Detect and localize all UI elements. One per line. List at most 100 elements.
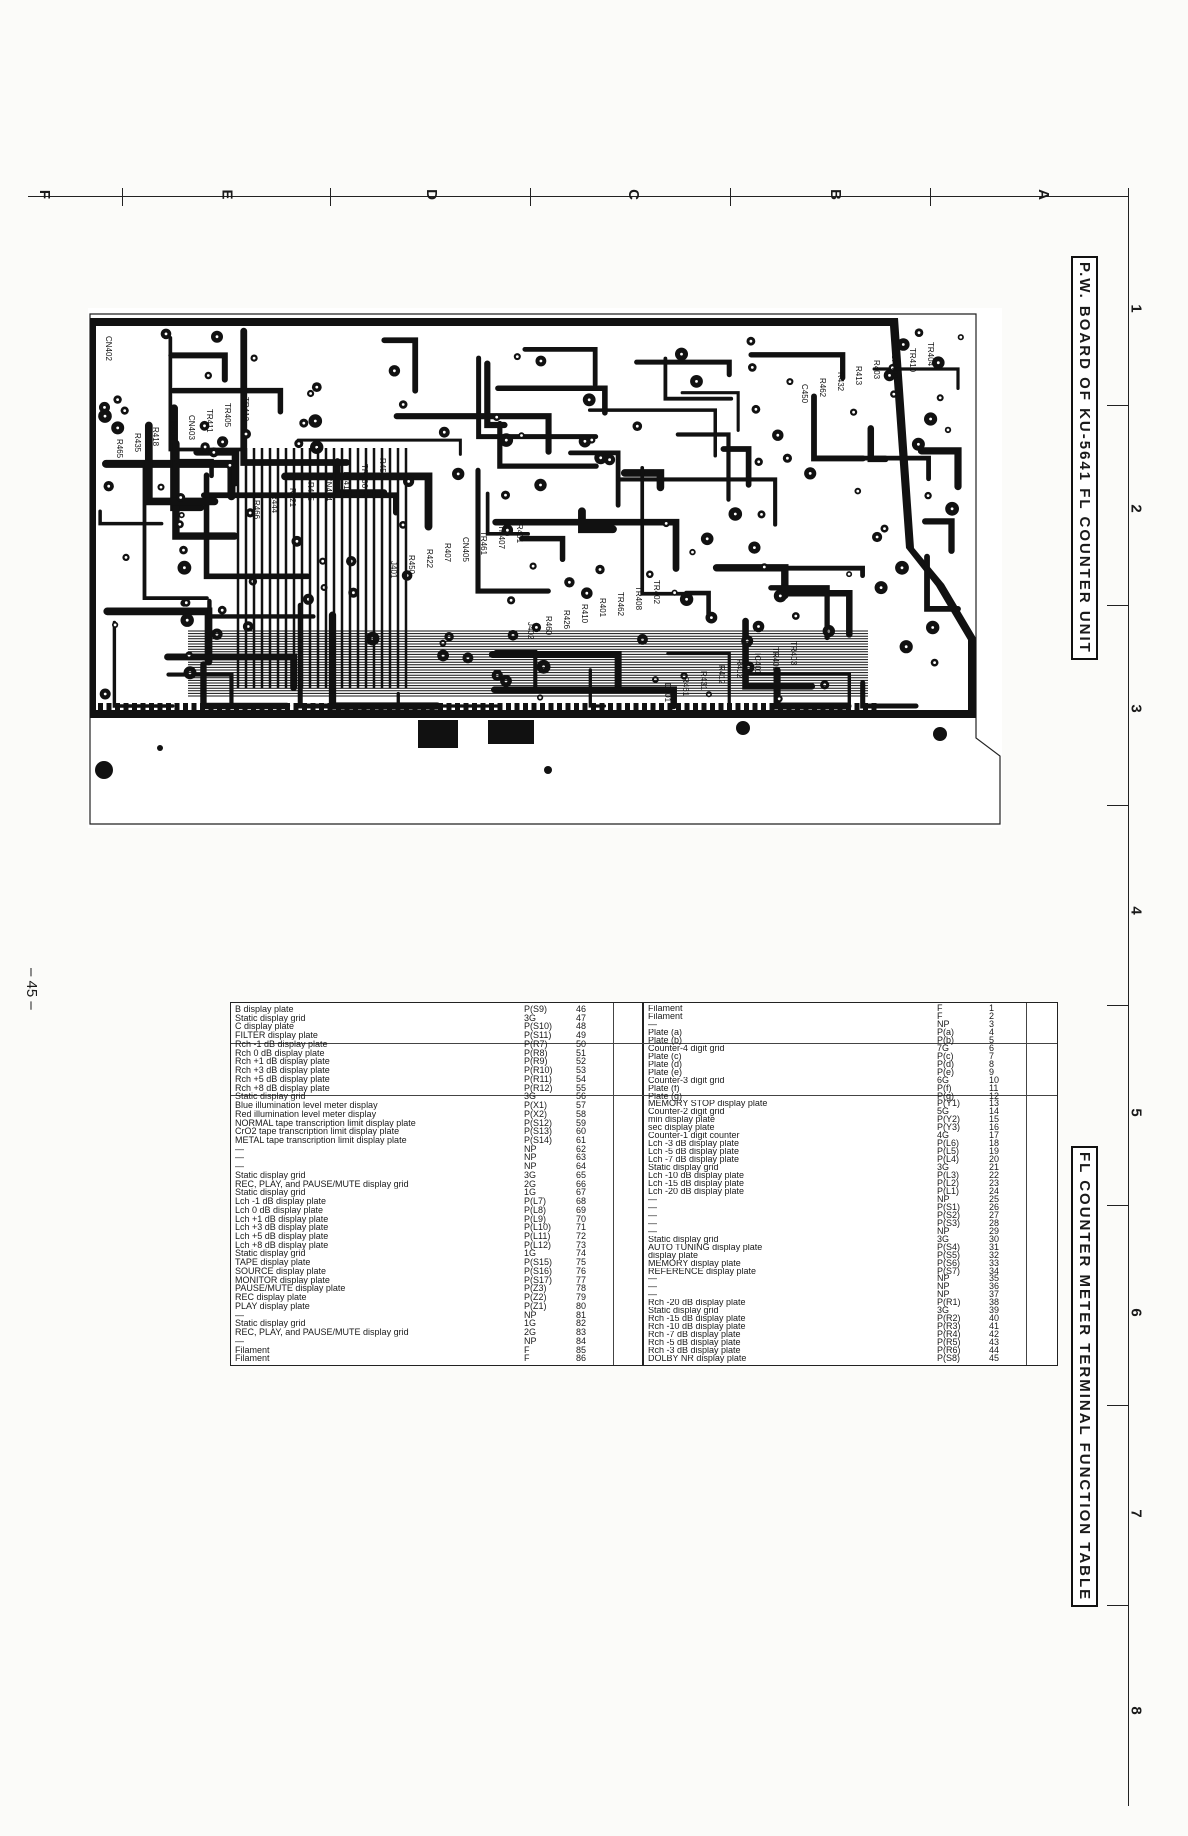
pad-hole <box>901 343 905 346</box>
pad-hole <box>879 586 883 589</box>
mounting-hole <box>95 761 113 779</box>
pad-hole <box>220 608 224 612</box>
terminal-function: SOURCE display plate <box>235 1266 327 1276</box>
pad-hole <box>246 625 250 628</box>
terminal-function: TAPE display plate <box>235 1258 311 1267</box>
terminal-function: — <box>648 1211 657 1220</box>
pad-hole <box>124 556 128 559</box>
copper-trace <box>768 585 830 641</box>
edge-connector-pin <box>132 703 137 713</box>
pad-hole <box>733 512 737 516</box>
terminal-function: — <box>648 1227 657 1236</box>
pad-hole <box>875 535 879 539</box>
edge-connector-pin <box>106 703 112 713</box>
copper-trace <box>170 387 284 415</box>
component-label: TR403 <box>789 641 798 666</box>
copper-trace <box>334 458 388 496</box>
pad-hole <box>539 359 543 363</box>
component-label: C450 <box>800 384 809 404</box>
terminal-function: Lch +5 dB display plate <box>235 1232 329 1241</box>
terminal-function: — <box>235 1336 244 1346</box>
pad-hole <box>929 417 932 421</box>
terminal-function: REC, PLAY, and PAUSE/MUTE display grid <box>235 1328 409 1337</box>
mounting-hole <box>933 727 947 741</box>
component-label: CN401 <box>890 354 899 379</box>
pad-hole <box>917 331 921 335</box>
edge-connector-pin <box>591 703 596 713</box>
pad-hole <box>750 366 754 369</box>
terminal-function: Counter-4 digit grid <box>648 1044 725 1053</box>
edge-connector-pin <box>599 703 605 713</box>
copper-trace <box>620 469 665 492</box>
grid-frame-right <box>1128 196 1129 1806</box>
edge-connector-pin <box>854 703 860 713</box>
copper-trace <box>924 553 961 612</box>
terminal-number: 4 <box>989 1026 995 1037</box>
component-label: R460 <box>544 616 553 636</box>
edge-connector-pin <box>608 703 613 713</box>
component-label: R431 <box>699 671 708 691</box>
pad-hole <box>244 432 248 436</box>
row-divider-tick <box>1107 805 1129 806</box>
pad-hole <box>757 625 760 628</box>
pad-hole <box>754 407 758 411</box>
terminal-function: MEMORY display plate <box>648 1259 741 1268</box>
terminal-function: Plate (f) <box>648 1084 680 1093</box>
board-title: P.W. BOARD OF KU-5641 FL COUNTER UNIT <box>1071 256 1098 660</box>
edge-connector-pin <box>259 703 265 713</box>
edge-connector-pin <box>710 703 715 713</box>
terminal-function: NORMAL tape transcription limit display … <box>235 1118 416 1128</box>
copper-trace <box>393 413 552 455</box>
edge-connector-pin <box>871 703 877 713</box>
terminal-function: Static display grid <box>648 1164 719 1173</box>
edge-connector-pin <box>98 703 103 713</box>
component-label: R462 <box>818 378 827 398</box>
edge-connector-pin <box>208 703 214 713</box>
component-label: TR462 <box>616 592 625 617</box>
component-label: IC401 <box>753 653 762 675</box>
edge-connector-pin <box>421 703 426 713</box>
terminal-number: 1 <box>989 1003 995 1013</box>
terminal-function: Rch -5 dB display plate <box>648 1339 741 1348</box>
copper-trace <box>168 352 228 383</box>
component-label: TR413 <box>342 470 351 495</box>
component-label: R432 <box>836 372 845 392</box>
edge-connector-pin <box>123 703 129 713</box>
edge-connector-pin <box>149 703 154 713</box>
pad-hole <box>587 398 591 402</box>
edge-connector-pin <box>540 703 545 713</box>
component-label: CN402 <box>104 336 113 361</box>
pad-hole <box>539 483 542 487</box>
terminal-number: 2 <box>989 1010 995 1021</box>
terminal-number: 6 <box>989 1042 995 1053</box>
edge-connector-pin <box>701 703 707 713</box>
board-outline <box>89 313 1001 825</box>
edge-connector-pin <box>200 703 205 713</box>
pad-hole <box>180 513 183 517</box>
component-label: R421 <box>288 488 297 508</box>
edge-connector-pin <box>446 703 452 713</box>
copper-trace <box>917 447 962 491</box>
copper-trace <box>174 458 214 479</box>
edge-connector-pin <box>642 703 647 713</box>
pad-hole <box>936 361 940 365</box>
pad-hole <box>691 550 694 554</box>
edge-connector-pin <box>667 703 673 713</box>
pad-hole <box>705 537 709 541</box>
terminal-function: Red illumination level meter display <box>235 1109 377 1119</box>
pad-hole <box>757 460 761 464</box>
pad-hole <box>946 428 950 432</box>
pad-hole <box>568 580 571 584</box>
component-label: R435 <box>133 433 142 453</box>
pad-hole <box>401 403 405 406</box>
copper-trace <box>872 367 960 390</box>
connector-block <box>418 720 458 748</box>
component-label: TR409 <box>771 647 780 672</box>
copper-trace <box>578 507 617 534</box>
copper-trace <box>492 518 680 572</box>
pad-hole <box>495 415 499 419</box>
component-label: J402 <box>526 622 535 640</box>
copper-trace <box>776 590 853 638</box>
pcb-svg: CN402TR412R45TR401TR402TR403TR404TR405TR… <box>89 313 1001 825</box>
pad-hole <box>456 472 460 476</box>
